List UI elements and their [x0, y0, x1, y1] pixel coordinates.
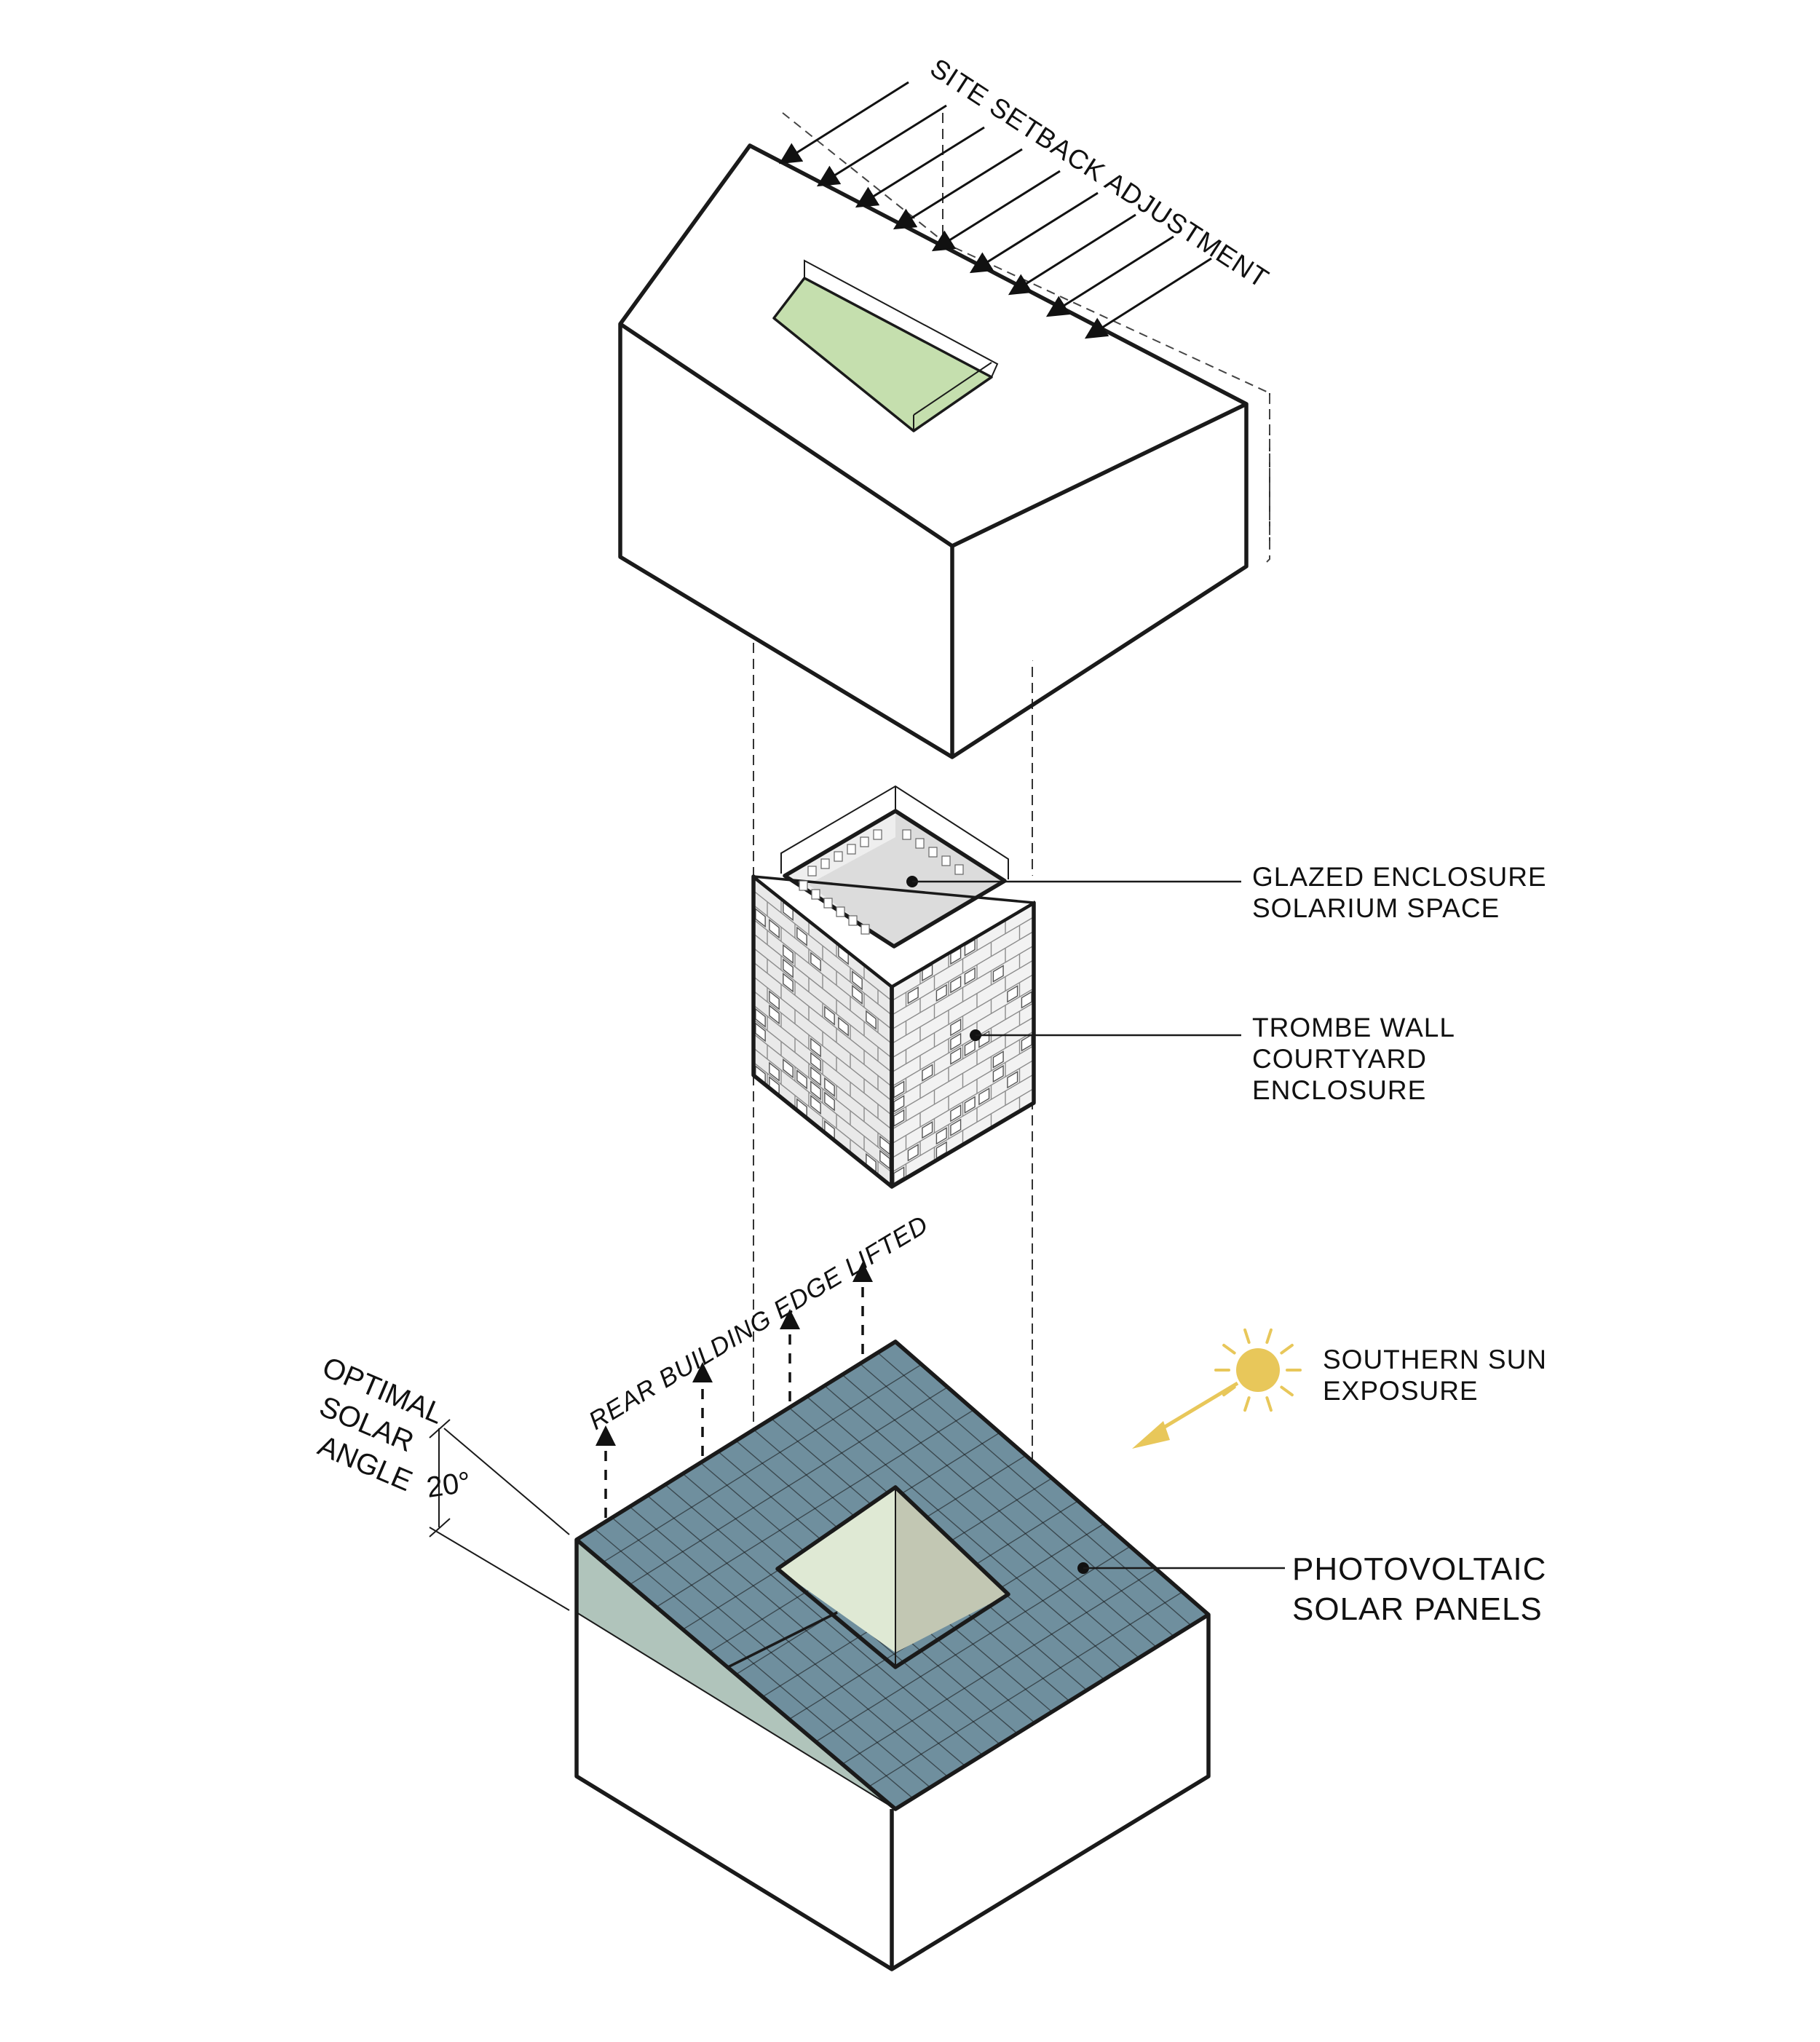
- sun-icon: [1132, 1328, 1302, 1449]
- trombe-wall-right-face: [892, 903, 1034, 1187]
- middle-block: GLAZED ENCLOSURE SOLARIUM SPACE TROMBE W…: [751, 785, 1547, 1189]
- setback-arrows: [778, 81, 1212, 339]
- sun-label-line1: SOUTHERN SUN: [1323, 1345, 1547, 1374]
- glazed-label-line2: SOLARIUM SPACE: [1252, 893, 1500, 923]
- top-block: SITE SETBACK ADJUSTMENT: [618, 52, 1275, 759]
- angle-value: 20°: [424, 1466, 472, 1504]
- rear-edge-lift-arrows: [596, 1262, 873, 1518]
- trombe-label-line1: TROMBE WALL: [1252, 1013, 1455, 1042]
- bottom-block: PHOTOVOLTAIC SOLAR PANELS REAR BUILDING …: [313, 1210, 1547, 1971]
- pyramid-skylight: [775, 1485, 1010, 1669]
- pv-label-line1: PHOTOVOLTAIC: [1292, 1551, 1546, 1587]
- courtyard-skylight-top: [772, 259, 999, 432]
- trombe-label-line2: COURTYARD: [1252, 1044, 1427, 1074]
- glazed-label-line1: GLAZED ENCLOSURE: [1252, 862, 1547, 892]
- setback-label: SITE SETBACK ADJUSTMENT: [925, 52, 1275, 293]
- sun-label-line2: EXPOSURE: [1323, 1376, 1479, 1406]
- glazed-solarium-top: [752, 785, 1035, 988]
- trombe-label-line3: ENCLOSURE: [1252, 1075, 1426, 1105]
- optimal-angle-dimension: 20° OPTIMAL SOLAR ANGLE: [313, 1351, 570, 1611]
- pv-label-line2: SOLAR PANELS: [1292, 1591, 1543, 1627]
